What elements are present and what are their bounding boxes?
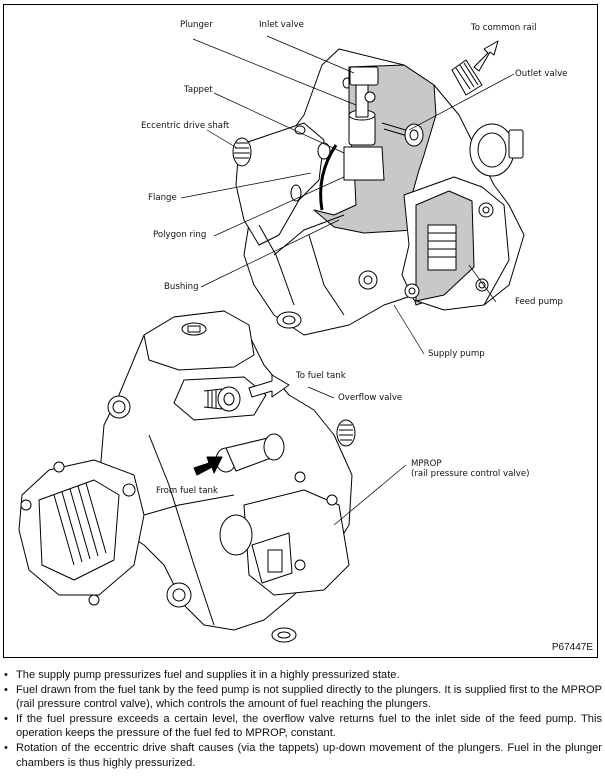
label-tappet: Tappet: [184, 85, 213, 95]
supply-pump-figure: To common rail Plunger Inlet valve Outle…: [3, 4, 598, 658]
label-plunger: Plunger: [180, 20, 213, 30]
label-bushing: Bushing: [164, 282, 199, 292]
label-overflow-valve: Overflow valve: [338, 393, 403, 403]
upper-pump-cutaway-drawing: [232, 48, 525, 336]
from-fuel-tank-arrow: [193, 456, 223, 476]
list-item-text: Fuel drawn from the fuel tank by the fee…: [16, 683, 602, 711]
bullet-icon: •: [4, 741, 8, 754]
inlet-nozzle: [215, 433, 285, 473]
list-item-text: Rotation of the eccentric drive shaft ca…: [16, 741, 602, 769]
lower-pump-external-drawing: [18, 310, 356, 643]
common-rail-outlet-pipe: [451, 59, 483, 96]
label-feed-pump: Feed pump: [515, 297, 563, 307]
pump-illustration: [18, 35, 525, 643]
list-item-text: If the fuel pressure exceeds a certain l…: [16, 712, 602, 740]
bullet-icon: •: [4, 669, 8, 681]
list-item: • The supply pump pressurizes fuel and su…: [0, 668, 605, 683]
mprop-valve-drawing: [219, 471, 350, 596]
list-item: • If the fuel pressure exceeds a certain …: [0, 712, 605, 741]
label-inlet-valve: Inlet valve: [259, 20, 304, 30]
label-to-fuel-tank: To fuel tank: [296, 371, 346, 381]
label-polygon-ring: Polygon ring: [153, 230, 207, 240]
right-fitting: [336, 419, 356, 447]
label-eccentric-drive-shaft: Eccentric drive shaft: [141, 121, 230, 131]
label-mprop: MPROP: [411, 459, 442, 469]
explanation-list: • The supply pump pressurizes fuel and su…: [0, 668, 605, 770]
label-to-common-rail: To common rail: [471, 23, 537, 33]
bullet-icon: •: [4, 712, 8, 725]
figure-id: P67447E: [551, 642, 593, 653]
feed-pump-housing: [401, 176, 510, 311]
eccentric-shaft-stub: [232, 137, 252, 167]
to-fuel-tank-arrow: [248, 374, 290, 398]
label-flange: Flange: [148, 193, 177, 203]
feed-pump-cover: [18, 459, 145, 606]
to-common-rail-arrow: [473, 40, 499, 72]
label-outlet-valve: Outlet valve: [515, 69, 568, 79]
list-item: • Rotation of the eccentric drive shaft c…: [0, 741, 605, 770]
list-item: • Fuel drawn from the fuel tank by the fe…: [0, 683, 605, 712]
label-supply-pump: Supply pump: [428, 349, 485, 359]
upper-connector: [469, 123, 524, 177]
list-item-text: The supply pump pressurizes fuel and sup…: [16, 669, 400, 681]
overflow-fitting: [203, 386, 241, 412]
label-from-fuel-tank: From fuel tank: [156, 486, 218, 496]
bullet-icon: •: [4, 683, 8, 696]
label-mprop-description: (rail pressure control valve): [411, 469, 530, 479]
leader-lines: [180, 35, 515, 526]
